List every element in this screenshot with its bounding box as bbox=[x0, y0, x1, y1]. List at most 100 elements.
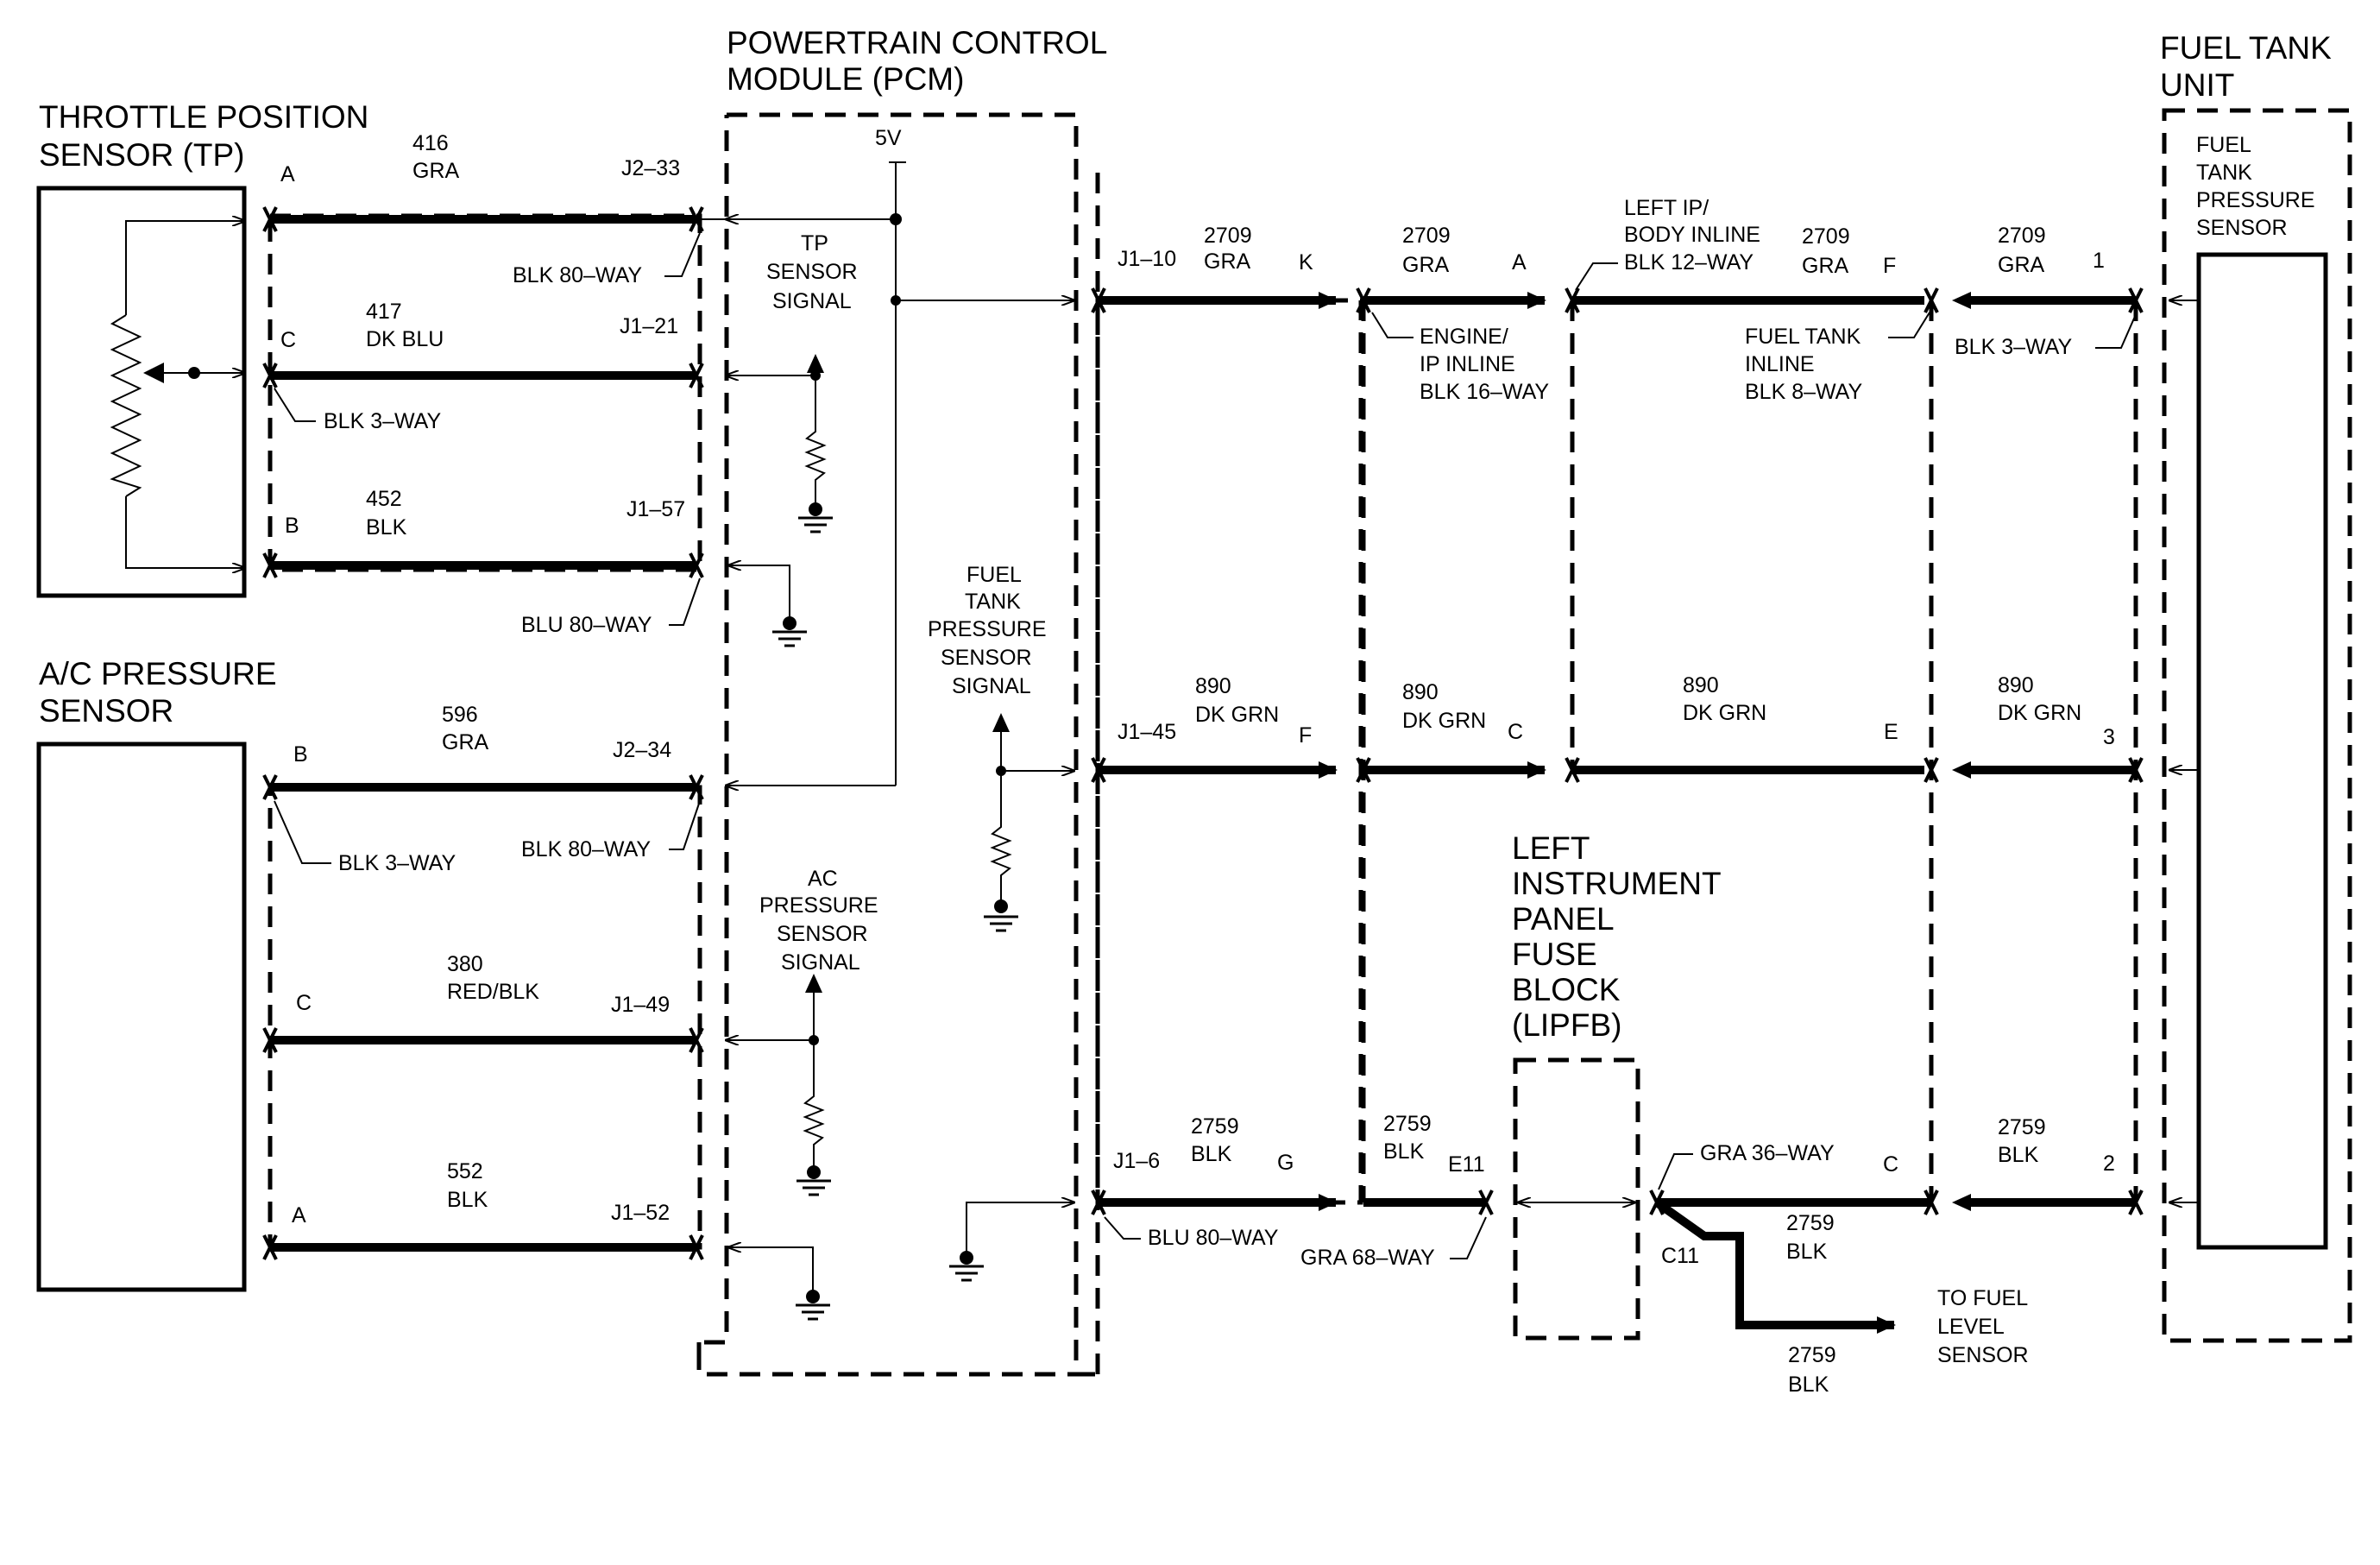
supply-5v: 5V bbox=[875, 126, 902, 150]
fuel-tank-unit: FUEL TANK UNIT FUEL TANK PRESSURE SENSOR bbox=[2160, 30, 2352, 1343]
connector-ticks-left bbox=[262, 206, 704, 1260]
tp-signal-label-3: SIGNAL bbox=[772, 289, 852, 313]
fts-signal-label-5: SIGNAL bbox=[952, 674, 1031, 698]
color-2759-d: BLK bbox=[1998, 1143, 2039, 1167]
connector-blu80-bottom: BLU 80–WAY bbox=[1148, 1226, 1279, 1250]
ac-signal-label-2: PRESSURE bbox=[759, 893, 878, 918]
ftps-title-3: PRESSURE bbox=[2196, 188, 2315, 212]
connector-blk3-fuel: BLK 3–WAY bbox=[1955, 335, 2072, 359]
color-2759-to-sensor: BLK bbox=[1788, 1373, 1829, 1397]
pcm-pin-j1-52: J1–52 bbox=[611, 1201, 670, 1225]
pin-f-body: F bbox=[1883, 254, 1896, 278]
wire-380: C 380 RED/BLK J1–49 bbox=[270, 952, 696, 1044]
circuit-2709-d: 2709 bbox=[1998, 224, 2046, 248]
color-452: BLK bbox=[366, 515, 407, 540]
color-2709-b: GRA bbox=[1402, 253, 1450, 277]
color-890-b: DK GRN bbox=[1402, 709, 1486, 733]
pin-2: 2 bbox=[2103, 1152, 2115, 1176]
ac-signal-label-1: AC bbox=[808, 867, 838, 891]
pin-e-body: E bbox=[1884, 720, 1898, 744]
wire-596: B 596 GRA J2–34 bbox=[270, 703, 696, 792]
connector-gra36: GRA 36–WAY bbox=[1700, 1141, 1835, 1165]
wire-417: C 417 DK BLU J1–21 bbox=[164, 300, 696, 380]
connector-blk80-ac: BLK 80–WAY bbox=[521, 837, 651, 861]
fuel-tank-inline-label-1: FUEL TANK bbox=[1745, 325, 1861, 349]
engine-ip-label-2: IP INLINE bbox=[1420, 352, 1515, 376]
fuel-tank-pressure-sensor-box bbox=[2196, 252, 2328, 1250]
fts-signal-label-3: PRESSURE bbox=[928, 617, 1047, 641]
circuit-2759-to-sensor: 2759 bbox=[1788, 1343, 1836, 1367]
pcm-boundary bbox=[696, 112, 1098, 1377]
color-890-c: DK GRN bbox=[1683, 701, 1766, 725]
left-ip-body-label-1: LEFT IP/ bbox=[1624, 196, 1709, 220]
circuit-890-c: 890 bbox=[1683, 673, 1719, 697]
ftps-title-2: TANK bbox=[2196, 161, 2252, 185]
connector-gra68: GRA 68–WAY bbox=[1300, 1246, 1435, 1270]
pcm: POWERTRAIN CONTROL MODULE (PCM) bbox=[696, 25, 1107, 1377]
wire-890-row: J1–45 890 DK GRN F 890 DK GRN C 890 DK G… bbox=[1098, 673, 2136, 779]
pcm-internal: 5V TP SENSOR SIGNAL FUEL TANK PRESSURE S… bbox=[727, 126, 1074, 1321]
pin-e11: E11 bbox=[1448, 1152, 1485, 1177]
color-2759-branch: BLK bbox=[1786, 1240, 1828, 1264]
circuit-2709-c: 2709 bbox=[1802, 224, 1850, 249]
circuit-890-a: 890 bbox=[1195, 674, 1231, 698]
color-596: GRA bbox=[442, 730, 489, 754]
tp-sensor-title-2: SENSOR (TP) bbox=[39, 137, 244, 173]
splice-c11: C11 bbox=[1661, 1244, 1699, 1268]
pcm-fuel-connector-block bbox=[1095, 298, 1363, 1205]
connector-ticks-right bbox=[1091, 287, 2144, 1215]
color-2709-d: GRA bbox=[1998, 253, 2045, 277]
left-ip-body-label-2: BODY INLINE bbox=[1624, 223, 1760, 247]
pin-k: K bbox=[1299, 250, 1313, 275]
fuel-tank-unit-boundary bbox=[2162, 108, 2352, 1343]
ac-signal-label-4: SIGNAL bbox=[781, 950, 860, 975]
wire-416: A 416 GRA J2–33 bbox=[135, 131, 729, 221]
pcm-pin-j1-57: J1–57 bbox=[626, 497, 685, 521]
pcm-pin-j1-45: J1–45 bbox=[1118, 720, 1176, 744]
connector-blk3-ac: BLK 3–WAY bbox=[338, 851, 456, 875]
pcm-pin-j1-21: J1–21 bbox=[620, 314, 678, 338]
tp-sensor: THROTTLE POSITION SENSOR (TP) bbox=[36, 99, 368, 598]
pin-c-engine: C bbox=[1508, 720, 1523, 744]
connector-blk3-tp: BLK 3–WAY bbox=[324, 409, 441, 433]
circuit-452: 452 bbox=[366, 487, 402, 511]
fuel-tank-unit-title-2: UNIT bbox=[2160, 67, 2234, 103]
fts-signal-label-1: FUEL bbox=[966, 563, 1022, 587]
lipfb: LEFT INSTRUMENT PANEL FUSE BLOCK (LIPFB) bbox=[1512, 830, 1722, 1341]
ftps-title-4: SENSOR bbox=[2196, 216, 2288, 240]
engine-ip-label-3: BLK 16–WAY bbox=[1420, 380, 1549, 404]
color-552: BLK bbox=[447, 1188, 488, 1212]
pin-a-engine: A bbox=[1512, 250, 1527, 275]
engine-ip-label-1: ENGINE/ bbox=[1420, 325, 1508, 349]
circuit-417: 417 bbox=[366, 300, 402, 324]
fts-signal-label-4: SENSOR bbox=[941, 646, 1032, 670]
ac-pin-a: A bbox=[292, 1203, 306, 1227]
lipfb-title-1: LEFT bbox=[1512, 830, 1590, 866]
circuit-2709-b: 2709 bbox=[1402, 224, 1451, 248]
connector-blu80-mid: BLU 80–WAY bbox=[521, 613, 652, 637]
pin-f-pcm: F bbox=[1299, 723, 1312, 748]
circuit-2709-a: 2709 bbox=[1204, 224, 1252, 248]
lipfb-title-5: BLOCK bbox=[1512, 972, 1621, 1007]
lipfb-title-6: (LIPFB) bbox=[1512, 1007, 1621, 1043]
fts-signal-label-2: TANK bbox=[965, 590, 1021, 614]
circuit-2759-branch: 2759 bbox=[1786, 1211, 1835, 1235]
circuit-2759-a: 2759 bbox=[1191, 1114, 1239, 1139]
tp-pin-b: B bbox=[285, 514, 299, 538]
ac-sensor: A/C PRESSURE SENSOR bbox=[36, 656, 277, 1292]
color-890-a: DK GRN bbox=[1195, 703, 1279, 727]
tp-sensor-box bbox=[36, 186, 247, 598]
wire-552: A 552 BLK J1–52 bbox=[270, 1159, 696, 1252]
circuit-890-b: 890 bbox=[1402, 680, 1439, 704]
pcm-pin-j1-10: J1–10 bbox=[1118, 247, 1176, 271]
color-2709-c: GRA bbox=[1802, 254, 1849, 278]
pcm-pin-j1-49: J1–49 bbox=[611, 993, 670, 1017]
lipfb-boundary bbox=[1513, 1057, 1640, 1341]
color-2759-b: BLK bbox=[1383, 1139, 1425, 1164]
color-2709-a: GRA bbox=[1204, 249, 1251, 274]
color-2759-a: BLK bbox=[1191, 1142, 1232, 1166]
destination-label-3: SENSOR bbox=[1937, 1343, 2029, 1367]
circuit-552: 552 bbox=[447, 1159, 483, 1183]
ac-sensor-title-1: A/C PRESSURE bbox=[39, 656, 277, 691]
